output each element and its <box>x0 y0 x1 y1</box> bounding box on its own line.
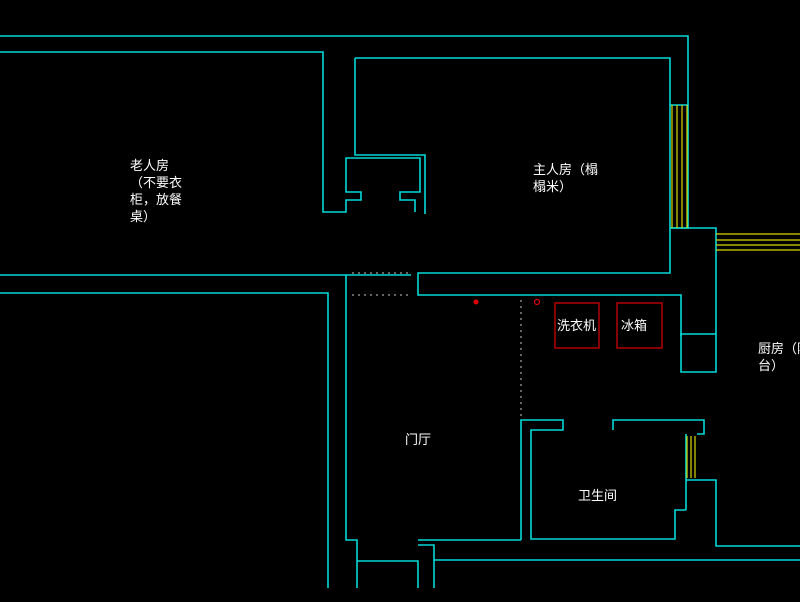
bathroom-label: 卫生间 <box>578 489 617 504</box>
kitchen-line-1: 厨房（阳 <box>758 341 800 357</box>
refrigerator: 冰箱 <box>616 302 663 349</box>
washing-machine-box <box>554 302 600 349</box>
marker-hollow-dot <box>533 298 541 306</box>
room-label-foyer: 门厅 <box>405 433 431 448</box>
wall-bathroom-top-right <box>612 419 705 435</box>
wall-foyer-left <box>345 275 358 588</box>
wall-foyer-bottom <box>357 560 419 588</box>
marker-filled-dot <box>473 299 479 305</box>
elder-room-line-4: 桌） <box>130 210 156 225</box>
wall-kitchen-partition <box>670 227 717 373</box>
washing-machine: 洗衣机 <box>554 302 600 349</box>
window-master-room <box>671 105 688 228</box>
window-kitchen <box>716 233 800 251</box>
wall-bathroom-right-frame <box>685 434 800 547</box>
master-room-line-2: 榻米） <box>533 180 572 195</box>
master-room-line-1: 主人房（榻 <box>533 162 598 178</box>
wall-bottom-corridor <box>418 544 800 561</box>
wall-left-lower <box>0 292 329 588</box>
room-label-master-room: 主人房（榻 榻米） <box>533 162 598 195</box>
foyer-label: 门厅 <box>405 433 431 448</box>
wall-master-room-left <box>354 58 426 214</box>
elder-room-line-3: 柜，放餐 <box>130 192 182 208</box>
elder-room-line-1: 老人房 <box>130 158 169 174</box>
wall-master-room <box>355 57 682 336</box>
wall-bathroom-left <box>520 419 686 540</box>
markers <box>473 298 541 306</box>
window-bathroom <box>686 436 696 478</box>
kitchen-line-2: 台） <box>758 359 784 374</box>
wall-elder-room <box>0 51 421 213</box>
washing-machine-label: 洗衣机 <box>557 318 596 334</box>
windows <box>671 105 800 478</box>
wall-top-outer <box>0 35 689 105</box>
openings <box>352 272 522 418</box>
refrigerator-box <box>616 302 663 349</box>
elder-room-line-2: （不要衣 <box>130 175 182 191</box>
wall-master-window-frame <box>670 104 689 229</box>
walls <box>0 35 800 588</box>
refrigerator-label: 冰箱 <box>621 318 647 334</box>
room-label-kitchen: 厨房（阳 台） <box>758 341 800 374</box>
room-label-elder-room: 老人房 （不要衣 柜，放餐 桌） <box>130 158 182 225</box>
room-label-bathroom: 卫生间 <box>578 489 617 504</box>
